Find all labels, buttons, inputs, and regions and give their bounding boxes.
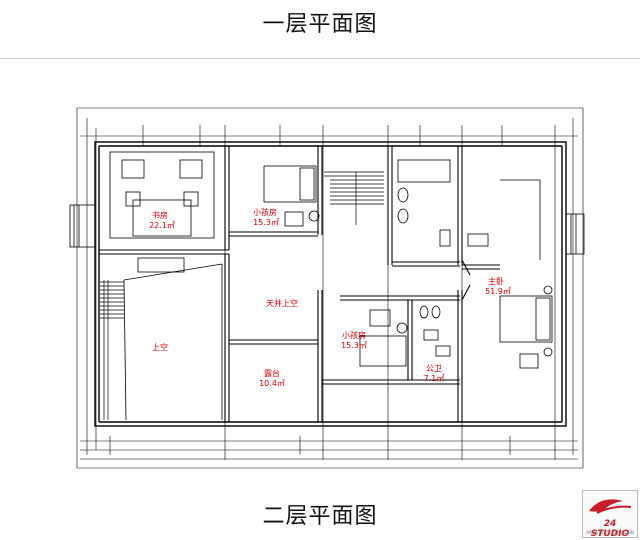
studio-logo: 24 STUDIO ARCHITECTURE DESIGN — [582, 490, 638, 539]
void-label: 上空 — [152, 342, 168, 352]
room-labels: 书房 22.1㎡ 小孩房 15.3㎡ 天井上空 上空 露台 10.4㎡ 小孩房 … — [149, 207, 511, 388]
side-windows — [69, 204, 585, 255]
logo-mark-icon — [589, 499, 632, 514]
kids-room-2-label: 小孩房 — [342, 330, 366, 340]
interior-walls — [99, 146, 500, 422]
page-title-top: 一层平面图 — [262, 12, 378, 37]
exterior-walls — [94, 141, 567, 427]
divider-line — [0, 58, 640, 59]
atrium-label: 天井上空 — [266, 298, 298, 308]
study-area: 22.1㎡ — [149, 221, 175, 230]
void-diagonal — [123, 263, 223, 421]
master-label: 主卧 — [488, 276, 504, 286]
terrace-area: 10.4㎡ — [259, 379, 285, 388]
page-title-bottom: 二层平面图 — [262, 504, 378, 529]
kids-room-1-furniture — [263, 165, 320, 227]
lower-rooms-furniture — [359, 305, 451, 367]
upper-bath-fixtures — [397, 159, 489, 247]
kids-room-1-label: 小孩房 — [253, 207, 277, 217]
study-label: 书房 — [152, 210, 168, 220]
terrace-label: 露台 — [264, 368, 280, 378]
bathroom-label: 公卫 — [426, 364, 442, 373]
logo-text: 24 STUDIO — [590, 519, 630, 539]
master-area: 51.9㎡ — [485, 287, 511, 296]
bathroom-area: 7.1㎡ — [424, 374, 445, 383]
logo-subtext: ARCHITECTURE DESIGN — [586, 530, 634, 535]
staircase — [100, 171, 384, 420]
master-furniture — [499, 179, 553, 369]
kids-room-1-area: 15.3㎡ — [253, 218, 279, 227]
kids-room-2-area: 15.3㎡ — [341, 341, 367, 350]
study-furniture — [109, 151, 215, 273]
